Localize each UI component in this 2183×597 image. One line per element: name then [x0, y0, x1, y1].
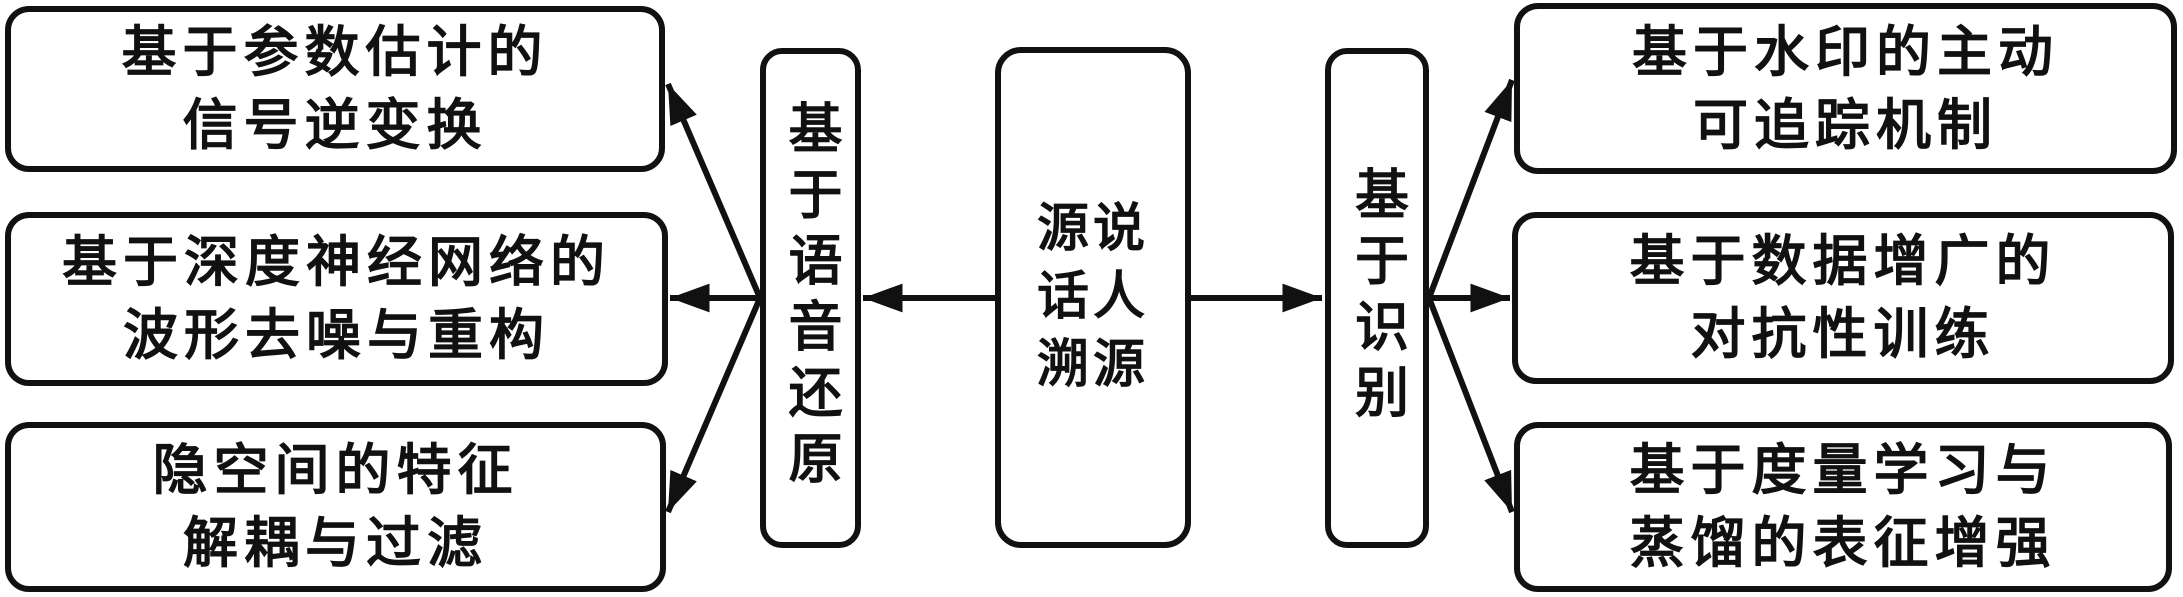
node-text-line: 可追踪机制: [1692, 94, 1998, 156]
node-text-line: 波形去噪与重构: [122, 305, 550, 366]
node-dnn-waveform-denoise-reconstruct: 基于深度神经网络的 波形去噪与重构: [5, 212, 668, 386]
node-latent-feature-decouple-filter: 隐空间的特征 解耦与过滤: [5, 422, 666, 592]
node-watermark-active-traceability: 基于水印的主动 可追踪机制: [1514, 3, 2177, 174]
node-text-line: 基于数据增广的: [1629, 231, 2057, 292]
node-metric-learning-distillation-representation: 基于度量学习与 蒸馏的表征增强: [1514, 422, 2172, 592]
node-recognition-branch: 基于识别: [1325, 48, 1429, 548]
center-label: 源说话人溯源: [1036, 200, 1149, 394]
branch-label: 基于语音还原: [780, 100, 840, 496]
node-text-line: 蒸馏的表征增强: [1629, 513, 2057, 574]
node-text-line: 基于水印的主动: [1631, 21, 2059, 83]
node-source-speaker-tracing: 源说话人溯源: [995, 47, 1191, 548]
arrow-left-branch-to-top: [665, 82, 763, 300]
node-text-line: 基于深度神经网络的: [61, 232, 611, 293]
node-text-line: 信号逆变换: [182, 95, 488, 156]
node-text-line: 解耦与过滤: [182, 513, 488, 574]
arrow-right-branch-to-bottom: [1426, 296, 1515, 514]
branch-label: 基于识别: [1346, 166, 1407, 430]
node-text-line: 基于度量学习与: [1629, 440, 2057, 501]
node-text-line: 隐空间的特征: [152, 440, 519, 501]
node-signal-inverse-transform: 基于参数估计的 信号逆变换: [5, 6, 665, 172]
node-data-augmentation-adversarial-training: 基于数据增广的 对抗性训练: [1512, 212, 2174, 384]
node-text-line: 基于参数估计的: [121, 22, 549, 83]
arrow-right-branch-to-top: [1426, 78, 1515, 300]
node-speech-restoration-branch: 基于语音还原: [760, 48, 861, 548]
arrow-left-branch-to-bottom: [665, 296, 763, 514]
node-text-line: 对抗性训练: [1690, 304, 1996, 365]
